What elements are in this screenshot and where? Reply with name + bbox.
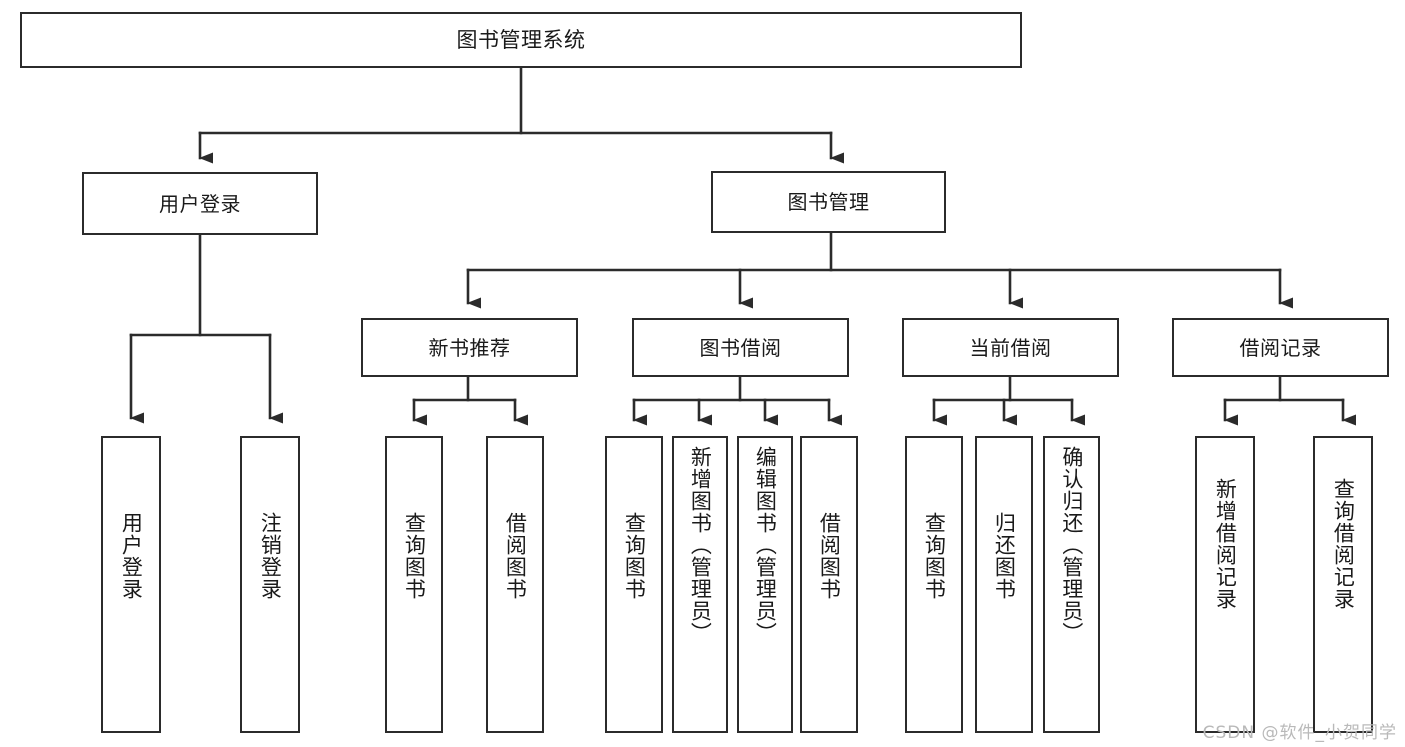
csdn-watermark: CSDN @软件_小贺同学 [1202,723,1397,743]
node-label: 当前借阅 [969,335,1052,360]
node-label: 查询借阅记录 [1331,478,1356,610]
node-label: 归还图书 [992,512,1017,600]
node-label: 新书推荐 [428,335,511,360]
node-book-management[interactable]: 图书管理 [711,171,946,233]
node-leaf-query-book-1[interactable]: 查询图书 [385,436,443,733]
node-label: 查询图书 [922,512,947,600]
node-leaf-borrow-book-2[interactable]: 借阅图书 [800,436,858,733]
node-leaf-query-record[interactable]: 查询借阅记录 [1313,436,1373,733]
node-leaf-add-book[interactable]: 新增图书（管理员） [672,436,728,733]
node-label: 用户登录 [159,191,241,216]
node-label: 借阅图书 [503,512,528,600]
node-borrow-record[interactable]: 借阅记录 [1172,318,1389,377]
node-label: 新增图书（管理员） [688,446,713,644]
node-label: 图书管理系统 [456,27,586,52]
node-book-management-system[interactable]: 图书管理系统 [20,12,1022,68]
node-leaf-return-book[interactable]: 归还图书 [975,436,1033,733]
node-leaf-query-book-2[interactable]: 查询图书 [605,436,663,733]
node-label: 确认归还（管理员） [1059,446,1084,644]
node-label: 图书借阅 [699,335,782,360]
node-user-login[interactable]: 用户登录 [82,172,318,235]
node-label: 新增借阅记录 [1213,478,1238,610]
node-new-book-recommend[interactable]: 新书推荐 [361,318,578,377]
node-label: 借阅记录 [1239,335,1322,360]
node-leaf-borrow-book-1[interactable]: 借阅图书 [486,436,544,733]
node-leaf-logout-login[interactable]: 注销登录 [240,436,300,733]
node-leaf-edit-book[interactable]: 编辑图书（管理员） [737,436,793,733]
node-label: 借阅图书 [817,512,842,600]
node-leaf-query-book-3[interactable]: 查询图书 [905,436,963,733]
node-current-borrow[interactable]: 当前借阅 [902,318,1119,377]
node-label: 用户登录 [119,512,144,600]
node-leaf-confirm-return[interactable]: 确认归还（管理员） [1043,436,1100,733]
node-label: 注销登录 [258,512,283,600]
node-label: 查询图书 [402,512,427,600]
node-label: 图书管理 [787,190,870,214]
node-label: 查询图书 [622,512,647,600]
node-label: 编辑图书（管理员） [753,446,778,644]
node-leaf-user-login[interactable]: 用户登录 [101,436,161,733]
node-book-borrow[interactable]: 图书借阅 [632,318,849,377]
node-leaf-add-record[interactable]: 新增借阅记录 [1195,436,1255,733]
